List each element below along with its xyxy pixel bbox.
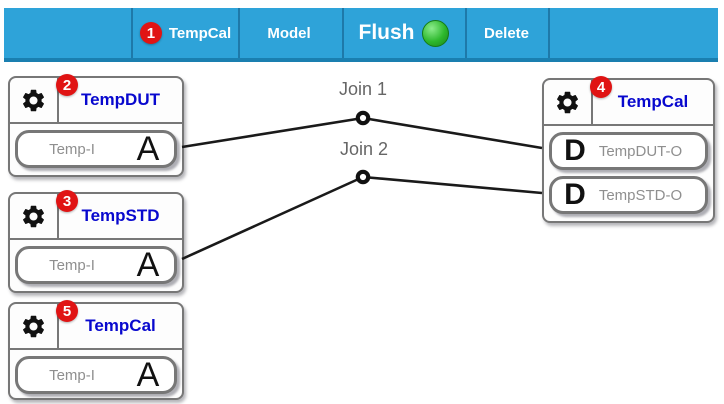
node-tempdut-body: Temp-I A [10, 124, 182, 173]
node-tempstd-body: Temp-I A [10, 240, 182, 289]
port-type-letter: D [564, 134, 586, 167]
join-2-label: Join 2 [339, 139, 389, 159]
node-tempcal-left[interactable]: 5 TempCal Temp-I A [8, 300, 184, 400]
join-point-1[interactable] [355, 110, 371, 126]
join-1-label: Join 1 [338, 79, 388, 99]
step-badge-1: 1 [139, 22, 162, 44]
gear-icon [22, 315, 45, 337]
step-badge-3: 3 [56, 190, 78, 212]
settings-button[interactable] [544, 80, 593, 124]
node-tempcal-right-body: D TempDUT-O D TempSTD-O [544, 126, 713, 219]
port-label: Temp-I [49, 140, 95, 158]
toolbar-item-tempcal-label: TempCal [168, 24, 232, 42]
node-title: TempCal [617, 92, 689, 111]
node-tempdut[interactable]: 2 TempDUT Temp-I A [8, 74, 184, 177]
toolbar-item-delete[interactable]: Delete [465, 8, 550, 58]
node-tempcal-left-body: Temp-I A [10, 350, 182, 399]
port-type-letter: A [136, 356, 160, 394]
toolbar-item-flush-label: Flush [358, 21, 415, 44]
node-title: TempSTD [81, 206, 160, 225]
toolbar: 1 TempCal Model Flush Delete [4, 8, 718, 62]
gear-icon [22, 89, 45, 111]
gear-icon [22, 205, 45, 227]
settings-button[interactable] [10, 194, 59, 238]
port-label: Temp-I [49, 366, 95, 384]
settings-button[interactable] [10, 78, 59, 122]
join-point-2[interactable] [355, 169, 371, 185]
port-tempstd-o[interactable]: D TempSTD-O [549, 176, 708, 214]
node-tempstd[interactable]: 3 TempSTD Temp-I A [8, 190, 184, 293]
port-tempdut-o[interactable]: D TempDUT-O [549, 132, 708, 170]
toolbar-item-tempcal[interactable]: 1 TempCal [131, 8, 240, 58]
port-type-letter: A [136, 246, 160, 284]
node-tempcal-left-header: TempCal [10, 304, 182, 350]
node-tempcal-right-header: TempCal [544, 80, 713, 126]
step-badge-2: 2 [56, 74, 78, 96]
node-tempstd-header: TempSTD [10, 194, 182, 240]
node-tempdut-header: TempDUT [10, 78, 182, 124]
toolbar-item-model[interactable]: Model [236, 8, 344, 58]
toolbar-item-model-label: Model [267, 24, 311, 42]
port-label: TempDUT-O [598, 142, 683, 160]
toolbar-item-delete-label: Delete [483, 24, 530, 42]
port-label: TempSTD-O [598, 186, 683, 204]
port-temp-i[interactable]: Temp-I A [15, 356, 177, 394]
port-temp-i[interactable]: Temp-I A [15, 130, 177, 168]
step-badge-4: 4 [590, 76, 612, 98]
port-temp-i[interactable]: Temp-I A [15, 246, 177, 284]
step-badge-5: 5 [56, 300, 78, 322]
node-tempcal-right[interactable]: 4 TempCal D TempDUT-O D TempSTD-O [542, 76, 715, 223]
port-type-letter: D [564, 178, 586, 211]
gear-icon [556, 91, 579, 113]
port-type-letter: A [136, 130, 160, 168]
node-title: TempCal [85, 316, 156, 335]
port-label: Temp-I [49, 256, 95, 274]
settings-button[interactable] [10, 304, 59, 348]
node-title: TempDUT [80, 90, 160, 109]
status-led-icon [421, 19, 449, 47]
toolbar-item-flush[interactable]: Flush [342, 8, 467, 58]
